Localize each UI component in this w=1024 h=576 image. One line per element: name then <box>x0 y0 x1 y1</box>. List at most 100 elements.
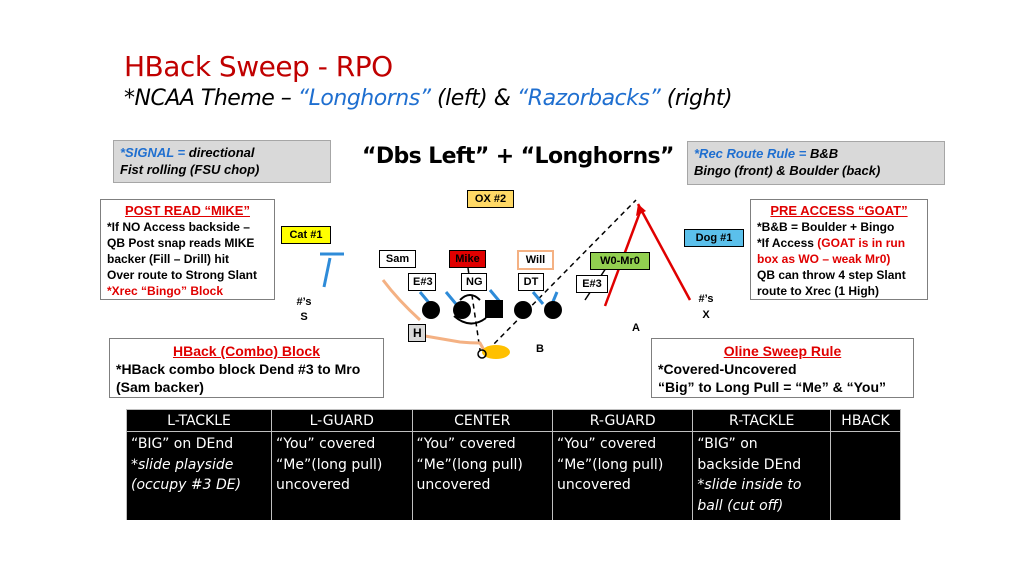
post-read-heading: POST READ “MIKE” <box>125 203 250 218</box>
qb-ball <box>482 345 510 359</box>
dt-tag: DT <box>518 273 544 291</box>
oline-rule-box: Oline Sweep Rule *Covered-Uncovered “Big… <box>651 338 914 398</box>
post-read-box: POST READ “MIKE” *If NO Access backside … <box>100 199 275 300</box>
subtitle-right-suffix: (right) <box>660 86 733 111</box>
subtitle-left-name: “Longhorns” <box>297 86 431 111</box>
cell-line: backside DEnd <box>697 456 802 473</box>
header-r-guard: R-GUARD <box>551 409 694 432</box>
pre-access-box: PRE ACCESS “GOAT” *B&B = Boulder + Bingo… <box>750 199 928 300</box>
signal-line2: Fist rolling (FSU chop) <box>120 162 260 177</box>
signal-box: *SIGNAL = directional Fist rolling (FSU … <box>113 140 331 183</box>
blocking-table: L-TACKLE L-GUARD CENTER R-GUARD R-TACKLE… <box>125 409 901 520</box>
hback-block-line: (Sam backer) <box>116 379 204 395</box>
hback-block-line: *HBack combo block Dend #3 to Mro <box>116 361 361 377</box>
ng-tag: NG <box>461 273 487 291</box>
subtitle-left-suffix: (left) & <box>430 86 517 111</box>
left-guard-player <box>453 301 471 319</box>
subtitle-prefix: *NCAA Theme – <box>124 86 298 111</box>
cell-line: “You” covered <box>556 436 657 452</box>
page-subtitle: *NCAA Theme – “Longhorns” (left) & “Razo… <box>124 86 733 111</box>
e3-right-tag: E#3 <box>576 275 608 293</box>
x-hash-label: #’s <box>698 293 714 305</box>
pre-access-line: *B&B = Boulder + Bingo <box>757 220 895 234</box>
header-l-guard: L-GUARD <box>271 409 413 432</box>
signal-value: directional <box>188 145 255 160</box>
cat-tag: Cat #1 <box>281 226 331 244</box>
mike-tag: Mike <box>449 250 486 268</box>
wo-tag: W0-Mr0 <box>590 252 650 270</box>
x-route-line <box>636 203 692 301</box>
cell-line: “Me”(long pull) <box>416 456 523 473</box>
rec-route-label: *Rec Route Rule = <box>694 146 810 161</box>
post-read-red-line: *Xrec “Bingo” Block <box>107 284 224 298</box>
cell-line: “BIG” on DEnd <box>131 436 234 452</box>
qb-read-dashed-line <box>487 199 637 351</box>
pull-arc <box>453 315 487 325</box>
pre-access-red: box as WO – weak Mr0) <box>757 252 891 266</box>
right-tackle-player <box>544 301 562 319</box>
hback-tag: H <box>408 324 426 342</box>
s-route-line <box>322 257 332 288</box>
b-label: B <box>536 343 544 355</box>
hback-path <box>424 334 487 353</box>
cell-line: ball (cut off) <box>697 497 784 514</box>
post-read-line: *If NO Access backside – <box>107 220 250 234</box>
hback-block-path <box>381 279 422 322</box>
left-tackle-player <box>422 301 440 319</box>
s-label: S <box>300 311 308 323</box>
cell-line: *slide inside to <box>697 477 802 493</box>
x-label: X <box>702 309 710 321</box>
pre-access-line: QB can throw 4 step Slant <box>757 268 906 282</box>
header-center: CENTER <box>411 409 553 432</box>
cell-l-tackle: “BIG” on DEnd *slide playside (occupy #3 D… <box>125 431 273 520</box>
will-tag: Will <box>517 250 554 270</box>
cell-line: “You” covered <box>276 436 376 452</box>
qb-player <box>477 349 487 359</box>
cell-l-guard: “You” covered “Me”(long pull) uncovered <box>271 431 413 520</box>
oline-rule-heading: Oline Sweep Rule <box>723 343 842 359</box>
hback-block-heading: HBack (Combo) Block <box>172 343 321 359</box>
cell-line: *slide playside <box>131 456 234 473</box>
post-read-line: backer (Fill – Drill) hit <box>107 252 230 266</box>
signal-label: *SIGNAL = <box>120 145 189 160</box>
table-header-row: L-TACKLE L-GUARD CENTER R-GUARD R-TACKLE… <box>125 409 901 432</box>
e3-left-tag: E#3 <box>408 273 436 291</box>
rec-route-box: *Rec Route Rule = B&B Bingo (front) & Bo… <box>687 141 945 185</box>
oline-rule-line: *Covered-Uncovered <box>658 361 797 377</box>
cell-line: “Me”(long pull) <box>276 456 383 473</box>
post-read-line: Over route to Strong Slant <box>107 268 258 282</box>
hback-block-box: HBack (Combo) Block *HBack combo block D… <box>109 338 384 398</box>
cell-r-tackle: “BIG” on backside DEnd *slide inside to bal… <box>692 431 832 520</box>
cell-line: uncovered <box>556 477 631 493</box>
sam-tag: Sam <box>379 250 416 268</box>
right-guard-player <box>514 301 532 319</box>
header-r-tackle: R-TACKLE <box>692 409 832 432</box>
post-read-line: QB Post snap reads MIKE <box>107 236 255 250</box>
table-row: “BIG” on DEnd *slide playside (occupy #3 D… <box>125 431 901 520</box>
rec-route-value: B&B <box>809 146 839 161</box>
pre-access-line: route to Xrec (1 High) <box>757 284 880 298</box>
s-hash-label: #’s <box>296 296 312 308</box>
page-title: HBack Sweep - RPO <box>124 50 393 83</box>
header-l-tackle: L-TACKLE <box>125 409 273 432</box>
pre-access-red: (GOAT is in run <box>817 236 906 250</box>
a-label: A <box>632 322 640 334</box>
header-hback: HBACK <box>830 409 901 432</box>
cell-line: “You” covered <box>416 436 516 452</box>
rec-route-line2: Bingo (front) & Boulder (back) <box>694 163 881 178</box>
cell-line: uncovered <box>416 477 491 493</box>
pre-access-heading: PRE ACCESS “GOAT” <box>770 203 908 218</box>
dog-tag: Dog #1 <box>684 229 744 247</box>
ox-tag: OX #2 <box>467 190 514 208</box>
subtitle-right-name: “Razorbacks” <box>516 86 661 111</box>
cell-line: “Me”(long pull) <box>556 456 664 473</box>
cell-line: uncovered <box>276 477 350 493</box>
center-player <box>485 300 503 318</box>
play-call: “Dbs Left” + “Longhorns” <box>362 144 675 169</box>
cell-hback <box>830 431 901 520</box>
cell-line: “BIG” on <box>697 436 758 452</box>
pre-access-line: *If Access <box>757 236 818 250</box>
cell-line: (occupy #3 DE) <box>131 477 242 493</box>
cell-center: “You” covered “Me”(long pull) uncovered <box>411 431 553 520</box>
cell-r-guard: “You” covered “Me”(long pull) uncovered <box>551 431 694 520</box>
